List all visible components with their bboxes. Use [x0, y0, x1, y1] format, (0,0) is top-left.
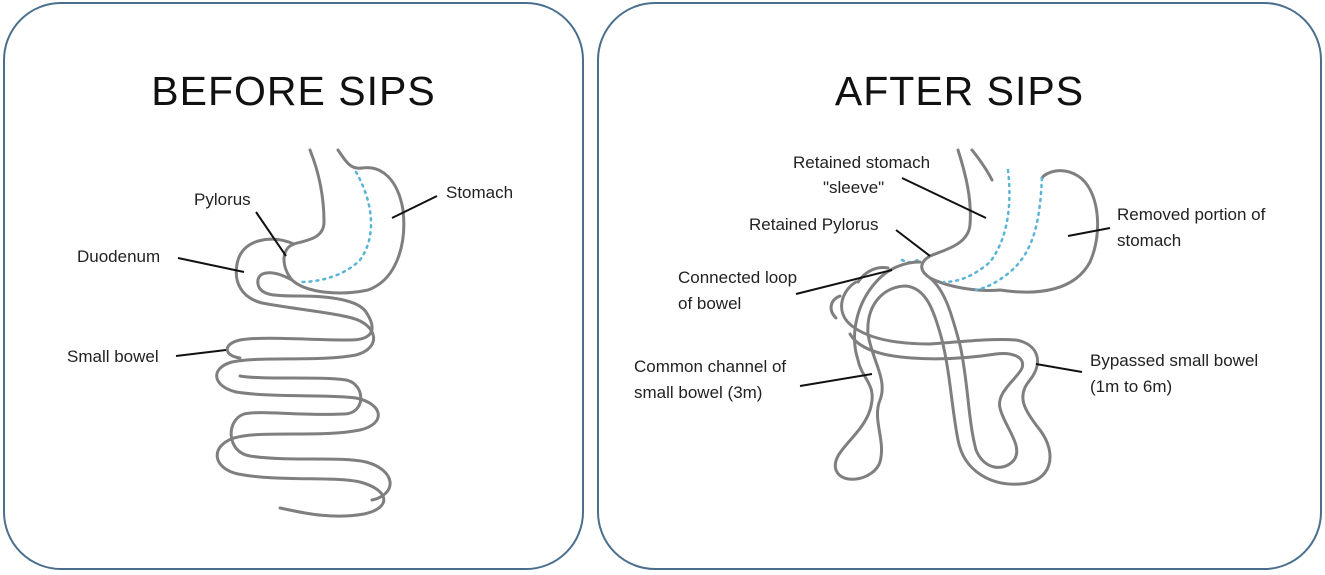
stomach-label: Stomach	[446, 183, 513, 202]
retained-stomach-label-2: "sleeve"	[823, 178, 884, 197]
retained-pylorus-leader	[895, 229, 931, 257]
bypassed-bowel-leader	[1035, 363, 1083, 373]
common-channel-label-2: small bowel (3m)	[634, 383, 762, 402]
after-panel: AFTER SIPS	[597, 2, 1322, 570]
retained-stomach-leader	[901, 177, 987, 219]
stomach-leader	[391, 195, 438, 219]
removed-portion-leader	[1067, 227, 1111, 237]
after-title: AFTER SIPS	[834, 68, 1085, 114]
before-small-bowel	[215, 237, 392, 518]
pylorus-label: Pylorus	[194, 190, 251, 209]
common-channel-leader	[799, 373, 873, 387]
before-stomach	[282, 148, 406, 295]
bypassed-bowel-label-1: Bypassed small bowel	[1090, 351, 1258, 370]
removed-portion-label-2: stomach	[1117, 231, 1181, 250]
connected-loop-leader	[795, 269, 893, 295]
pylorus-leader	[255, 211, 287, 257]
after-stomach	[900, 148, 1100, 294]
bypassed-bowel-label-2: (1m to 6m)	[1090, 377, 1172, 396]
retained-stomach-label-1: Retained stomach	[793, 153, 930, 172]
small-bowel-label: Small bowel	[67, 347, 159, 366]
before-panel: BEFORE SIPS	[3, 2, 584, 570]
connected-loop-label-1: Connected loop	[678, 268, 797, 287]
duodenum-leader	[177, 257, 245, 273]
retained-pylorus-label: Retained Pylorus	[749, 215, 878, 234]
duodenum-label: Duodenum	[77, 247, 160, 266]
before-title: BEFORE SIPS	[151, 68, 436, 114]
common-channel-label-1: Common channel of	[634, 357, 786, 376]
small-bowel-leader	[175, 349, 227, 357]
after-bowel	[829, 260, 1052, 486]
connected-loop-label-2: of bowel	[678, 294, 741, 313]
removed-portion-label-1: Removed portion of	[1117, 205, 1266, 224]
